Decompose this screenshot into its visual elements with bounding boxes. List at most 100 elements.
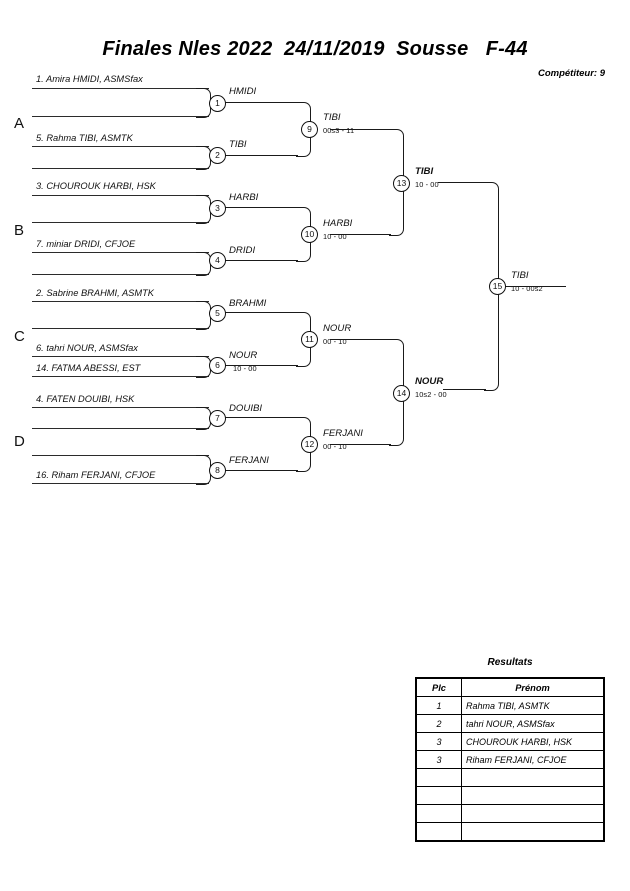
champion-line [504,286,566,287]
result-prenom: CHOUROUK HARBI, HSK [461,732,605,751]
entry-line-3b [32,222,209,223]
match-score-14: 10s2 - 00 [415,390,447,399]
match-score-15: 10 - 00s2 [511,284,543,293]
player-entry-1: 1. Amira HMIDI, ASMSfax [36,74,143,84]
match-score-6: 10 - 00 [233,364,257,373]
match-winner-12: FERJANI [323,428,363,439]
table-row: 3 Riham FERJANI, CFJOE [415,750,605,769]
result-prenom [461,786,605,805]
match-joint-4 [196,252,211,276]
match-circle-1[interactable]: 1 [209,95,226,112]
result-prenom [461,804,605,823]
match-winner-15: TIBI [511,270,529,281]
entry-line-6b [32,376,209,377]
player-entry-5: 5. Rahma TIBI, ASMTK [36,133,133,143]
entry-line-2a [32,146,209,147]
match-circle-10[interactable]: 10 [301,226,318,243]
entry-line-4b [32,274,209,275]
match-circle-13[interactable]: 13 [393,175,410,192]
feed-line-1-to-9 [224,102,298,103]
result-plc: 3 [415,750,462,769]
match-circle-3[interactable]: 3 [209,200,226,217]
player-entry-4: 4. FATEN DOUIBI, HSK [36,394,135,404]
feed-line-3-to-10 [224,207,298,208]
match-winner-1: HMIDI [229,86,257,97]
feed-line-8-to-12 [224,470,298,471]
match-score-13: 10 - 00 [415,180,439,189]
result-plc: 1 [415,696,462,715]
match-circle-6[interactable]: 6 [209,357,226,374]
match-circle-4[interactable]: 4 [209,252,226,269]
match-winner-8: FERJANI [229,455,269,466]
entry-line-3a [32,195,209,196]
match-winner-7: DOUIBI [229,403,263,414]
player-entry-16: 16. Riham FERJANI, CFJOE [36,470,156,480]
results-col-plc: Plc [415,677,462,697]
feed-line-10-to-13 [330,234,391,235]
match-circle-15[interactable]: 15 [489,278,506,295]
match-circle-14[interactable]: 14 [393,385,410,402]
result-plc [415,822,462,842]
match-winner-14: NOUR [415,376,444,387]
match-winner-13: TIBI [415,166,434,177]
match-winner-10: HARBI [323,218,353,229]
feed-line-5-to-11 [224,312,298,313]
entry-line-8a [32,455,209,456]
feed-line-11-to-14 [330,339,391,340]
player-entry-14: 14. FATMA ABESSI, EST [36,363,141,373]
result-prenom [461,822,605,842]
entry-line-1b [32,116,209,117]
player-entry-2: 2. Sabrine BRAHMI, ASMTK [36,288,154,298]
feed-line-2-to-9 [224,155,298,156]
entry-line-6a [32,356,209,357]
entry-line-4a [32,252,209,253]
match-winner-5: BRAHMI [229,298,267,309]
feed-line-9-to-13 [330,129,391,130]
result-plc: 2 [415,714,462,733]
match-score-10: 10 - 00 [323,232,347,241]
match-winner-2: TIBI [229,139,247,150]
match-circle-2[interactable]: 2 [209,147,226,164]
result-prenom [461,768,605,787]
match-score-11: 00 - 10 [323,337,347,346]
table-row: 2 tahri NOUR, ASMSfax [415,714,605,733]
table-row [415,822,605,842]
result-plc [415,768,462,787]
feed-line-13-to-15 [438,182,486,183]
match-circle-7[interactable]: 7 [209,410,226,427]
feed-line-4-to-10 [224,260,298,261]
result-prenom: Riham FERJANI, CFJOE [461,750,605,769]
results-title: Resultats [487,657,533,668]
match-winner-11: NOUR [323,323,352,334]
table-row [415,768,605,787]
match-winner-3: HARBI [229,192,259,203]
entry-line-2b [32,168,209,169]
feed-line-14-to-15 [443,389,486,390]
match-circle-11[interactable]: 11 [301,331,318,348]
table-row [415,804,605,823]
group-label-a: A [14,115,25,132]
player-entry-6: 6. tahri NOUR, ASMSfax [36,343,138,353]
entry-line-5a [32,301,209,302]
match-circle-12[interactable]: 12 [301,436,318,453]
results-table: Plc Prénom 1 Rahma TIBI, ASMTK 2 tahri N… [415,677,605,842]
match-circle-5[interactable]: 5 [209,305,226,322]
feed-line-12-to-14 [330,444,391,445]
entry-line-8b [32,483,209,484]
group-label-c: C [14,328,25,345]
player-entry-3: 3. CHOUROUK HARBI, HSK [36,181,156,191]
match-circle-8[interactable]: 8 [209,462,226,479]
entry-line-1a [32,88,209,89]
entry-line-5b [32,328,209,329]
page-title: Finales Nles 2022 24/11/2019 Sousse F-44 [102,38,528,60]
feed-line-6-to-11 [224,365,298,366]
result-plc [415,804,462,823]
competitor-count: Compétiteur: 9 [537,68,605,79]
result-plc [415,786,462,805]
table-row: 1 Rahma TIBI, ASMTK [415,696,605,715]
match-circle-9[interactable]: 9 [301,121,318,138]
results-col-prenom: Prénom [461,677,605,697]
result-prenom: tahri NOUR, ASMSfax [461,714,605,733]
match-winner-4: DRIDI [229,245,256,256]
feed-line-7-to-12 [224,417,298,418]
